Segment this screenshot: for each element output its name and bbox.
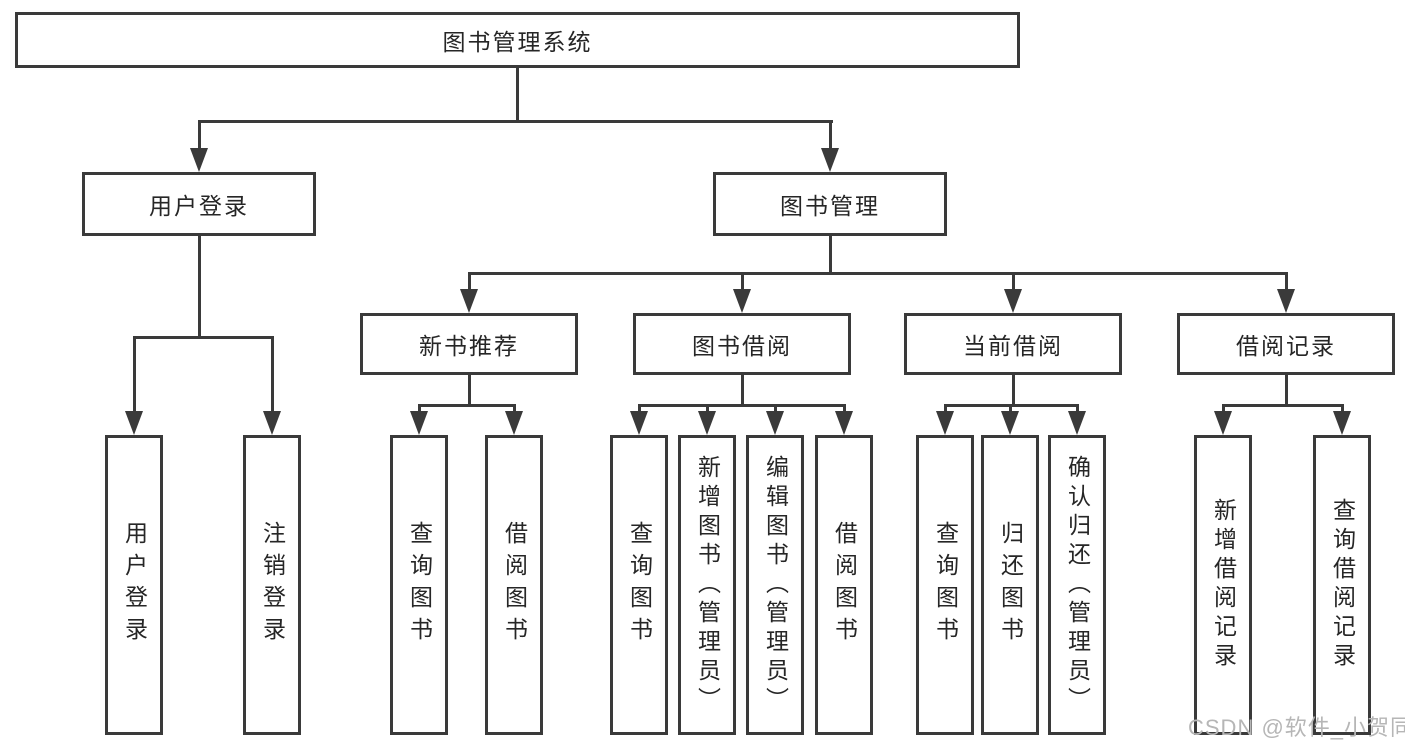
leaf-query-books-recommend: 查询图书 (390, 435, 448, 735)
arrow-down-icon (1004, 289, 1022, 313)
leaf-label: 借阅图书 (501, 521, 528, 649)
node-label: 新书推荐 (419, 333, 519, 359)
leaf-label: 查询借阅记录 (1329, 498, 1356, 672)
connector-v (1012, 375, 1015, 404)
leaf-label: 确认归还（管理员） (1064, 454, 1091, 716)
arrow-down-icon (630, 411, 648, 435)
leaf-logout: 注销登录 (243, 435, 301, 735)
connector-h (418, 404, 516, 407)
arrow-down-icon (698, 411, 716, 435)
node-user-login: 用户登录 (82, 172, 316, 236)
connector-v (741, 272, 744, 290)
node-label: 借阅记录 (1236, 333, 1336, 359)
arrow-down-icon (821, 148, 839, 172)
leaf-label: 编辑图书（管理员） (762, 454, 789, 716)
leaf-borrow-books-borrowing: 借阅图书 (815, 435, 873, 735)
arrow-down-icon (460, 289, 478, 313)
arrow-down-icon (1068, 411, 1086, 435)
node-borrowing-records: 借阅记录 (1177, 313, 1395, 375)
leaf-label: 注销登录 (259, 521, 286, 649)
node-label: 图书管理系统 (442, 29, 593, 55)
leaf-label: 借阅图书 (831, 521, 858, 649)
connector-v (706, 404, 709, 413)
leaf-label: 用户登录 (121, 521, 148, 649)
node-label: 用户登录 (149, 193, 249, 219)
connector-v (843, 404, 846, 413)
connector-v (638, 404, 641, 413)
arrow-down-icon (835, 411, 853, 435)
node-label: 当前借阅 (963, 333, 1063, 359)
connector-h (638, 404, 845, 407)
node-book-borrowing: 图书借阅 (633, 313, 851, 375)
connector-v (468, 375, 471, 404)
leaf-label: 新增借阅记录 (1210, 498, 1237, 672)
connector-v (829, 120, 832, 150)
leaf-edit-books-admin: 编辑图书（管理员） (746, 435, 804, 735)
connector-v (468, 272, 471, 290)
node-book-management: 图书管理 (713, 172, 947, 236)
arrow-down-icon (410, 411, 428, 435)
leaf-query-borrow-record: 查询借阅记录 (1313, 435, 1371, 735)
connector-h (133, 336, 273, 339)
leaf-confirm-return-admin: 确认归还（管理员） (1048, 435, 1106, 735)
connector-v (198, 236, 201, 336)
leaf-query-books-borrowing: 查询图书 (610, 435, 668, 735)
connector-h (468, 272, 1287, 275)
leaf-label: 查询图书 (406, 521, 433, 649)
leaf-add-borrow-record: 新增借阅记录 (1194, 435, 1252, 735)
leaf-label: 新增图书（管理员） (694, 454, 721, 716)
arrow-down-icon (1214, 411, 1232, 435)
connector-v (1222, 404, 1225, 413)
node-label: 图书借阅 (692, 333, 792, 359)
connector-v (1076, 404, 1079, 413)
arrow-down-icon (1333, 411, 1351, 435)
arrow-down-icon (125, 411, 143, 435)
connector-v (944, 404, 947, 413)
connector-v (1012, 272, 1015, 290)
connector-v (198, 120, 201, 150)
connector-v (1341, 404, 1344, 413)
node-new-book-recommend: 新书推荐 (360, 313, 578, 375)
connector-v (741, 375, 744, 404)
connector-v (1285, 272, 1288, 290)
arrow-down-icon (263, 411, 281, 435)
leaf-return-books: 归还图书 (981, 435, 1039, 735)
connector-v (774, 404, 777, 413)
connector-v (513, 404, 516, 413)
arrow-down-icon (1277, 289, 1295, 313)
connector-v (271, 336, 274, 412)
arrow-down-icon (190, 148, 208, 172)
leaf-query-books-current: 查询图书 (916, 435, 974, 735)
leaf-label: 归还图书 (997, 521, 1024, 649)
arrow-down-icon (936, 411, 954, 435)
leaf-add-books-admin: 新增图书（管理员） (678, 435, 736, 735)
arrow-down-icon (1001, 411, 1019, 435)
leaf-label: 查询图书 (626, 521, 653, 649)
csdn-watermark: CSDN @软件_小贺同学 (1188, 715, 1405, 740)
node-current-borrowing: 当前借阅 (904, 313, 1122, 375)
leaf-borrow-books-recommend: 借阅图书 (485, 435, 543, 735)
connector-v (1009, 404, 1012, 413)
leaf-label: 查询图书 (932, 521, 959, 649)
leaf-user-login: 用户登录 (105, 435, 163, 735)
node-label: 图书管理 (780, 193, 880, 219)
connector-v (516, 68, 519, 120)
arrow-down-icon (766, 411, 784, 435)
connector-h (1222, 404, 1343, 407)
arrow-down-icon (733, 289, 751, 313)
arrow-down-icon (505, 411, 523, 435)
connector-v (133, 336, 136, 412)
connector-v (829, 236, 832, 272)
node-root-library-system: 图书管理系统 (15, 12, 1020, 68)
connector-h (198, 120, 833, 123)
connector-v (1285, 375, 1288, 404)
connector-v (418, 404, 421, 413)
